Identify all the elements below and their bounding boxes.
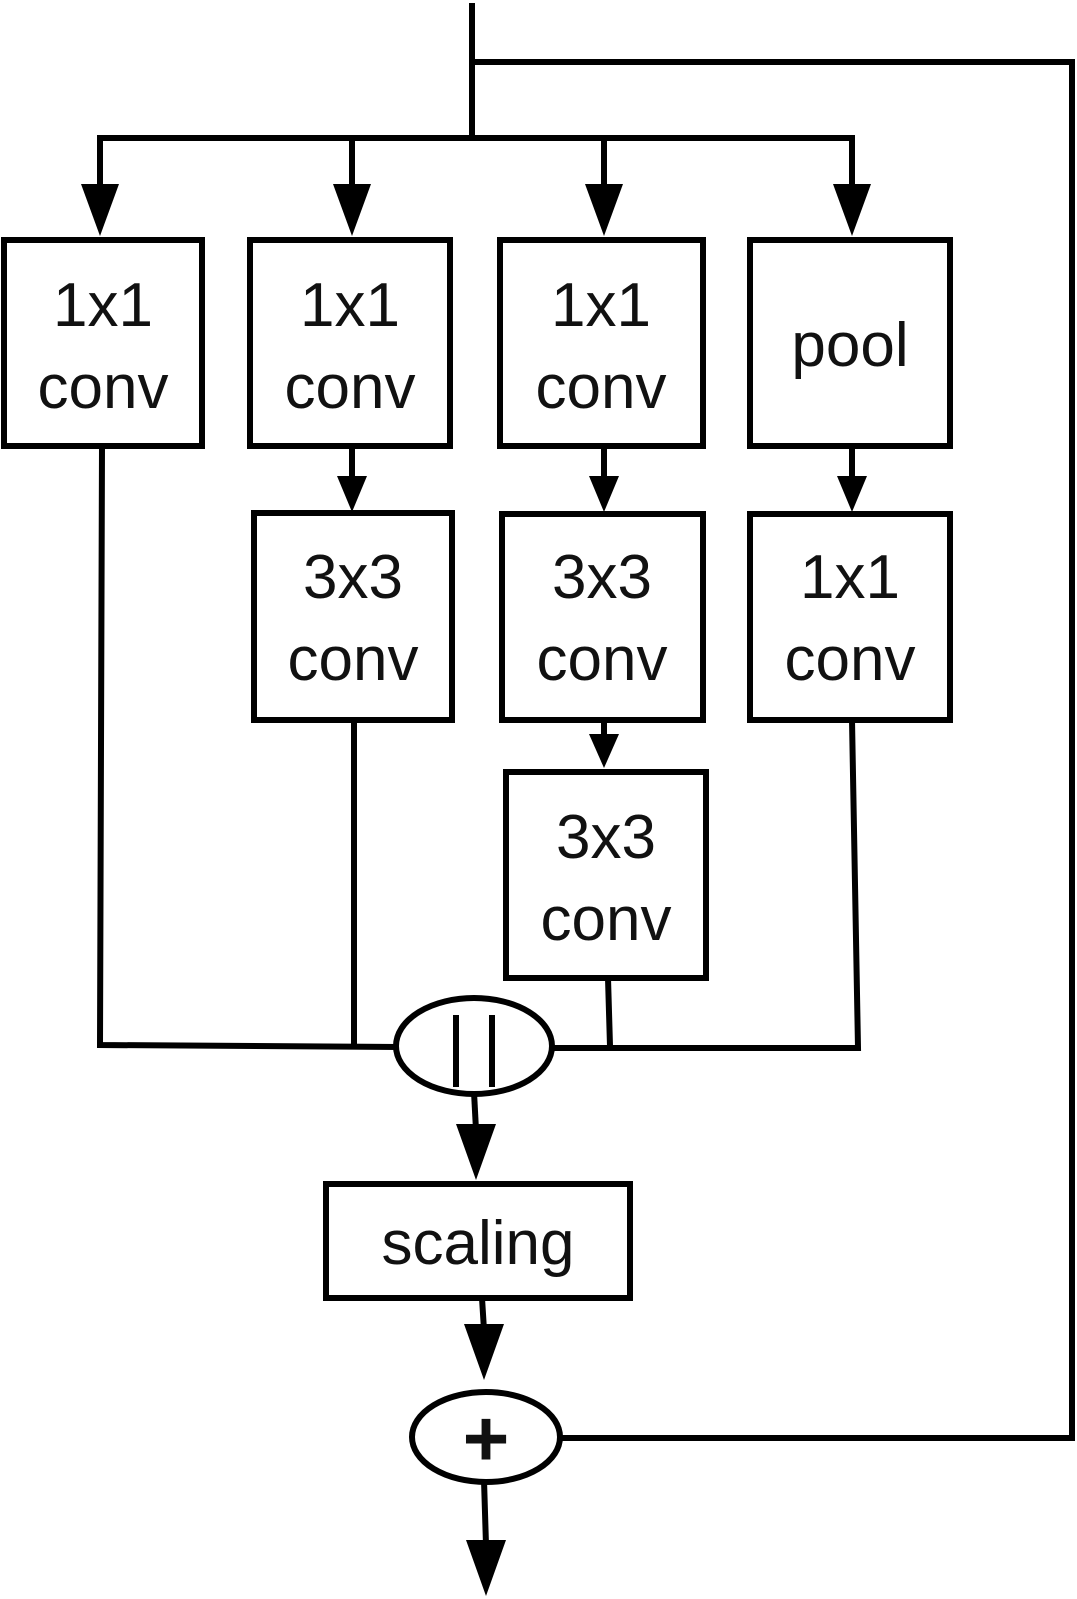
branch4-inner-arrowhead (837, 476, 867, 512)
branch2-3x3-conv-box (251, 510, 455, 723)
branch3-3x3-conv-1-label-line1: 3x3 (552, 543, 652, 612)
branch3-3x3-conv-2-label-line1: 3x3 (556, 803, 656, 872)
branch3-3x3-conv-2-label-line2: conv (541, 885, 672, 954)
concat-output-line (470, 1088, 480, 1134)
branch1-1x1-conv-label-line1: 1x1 (53, 271, 153, 340)
branch3-3x3-conv-box-2 (503, 769, 709, 981)
concat-node (393, 995, 555, 1097)
branch3-1x1-conv-label-line2: conv (536, 353, 667, 422)
branch1-output-line (96, 442, 400, 1051)
branch2-3x3-conv-label-line2: conv (288, 625, 419, 694)
branch4-output-line (547, 716, 862, 1051)
scaling-to-add-arrowhead (464, 1324, 504, 1380)
branch2-1x1-conv-label-line2: conv (285, 353, 416, 422)
add-symbol: + (463, 1394, 510, 1483)
branch3-3x3-conv-1-label-line2: conv (537, 625, 668, 694)
concat-ellipse (393, 995, 555, 1097)
branch3-inner-arrowhead-1 (589, 476, 619, 512)
branch3-1x1-conv-label-line1: 1x1 (551, 271, 651, 340)
branch-2: 1x1 conv 3x3 conv (247, 237, 455, 723)
scaling-label: scaling (382, 1209, 575, 1278)
branch-3: 1x1 conv 3x3 conv 3x3 conv (497, 237, 709, 981)
branch4-1x1-conv-label-line2: conv (785, 625, 916, 694)
branch3-arrowhead (585, 184, 623, 236)
branch4-1x1-conv-label-line1: 1x1 (800, 543, 900, 612)
branch3-1x1-conv-box (497, 237, 706, 449)
branch1-arrowhead (81, 184, 119, 236)
branch4-pool-box (747, 237, 953, 449)
connections (96, 3, 1075, 1549)
branch-1: 1x1 conv (1, 237, 205, 449)
branch4-1x1-conv-box (747, 511, 953, 723)
scaling-box (323, 1181, 633, 1301)
add-ellipse (409, 1389, 563, 1485)
arrowheads (81, 184, 871, 1596)
scaling-block: scaling (323, 1181, 633, 1301)
branch1-1x1-conv-box (1, 237, 205, 449)
branch4-pool-label: pool (791, 311, 908, 380)
branch2-1x1-conv-label-line1: 1x1 (300, 271, 400, 340)
branch4-arrowhead (833, 184, 871, 236)
branch3-output-line (604, 974, 614, 1050)
branch3-inner-arrowhead-2 (589, 734, 619, 768)
output-line (480, 1476, 490, 1549)
output-arrowhead (466, 1540, 506, 1596)
concat-to-scaling-arrowhead (456, 1124, 496, 1180)
branch-4: pool 1x1 conv (747, 237, 953, 723)
branch3-3x3-conv-box-1 (499, 511, 706, 723)
branch1-1x1-conv-label-line2: conv (38, 353, 169, 422)
add-node: + (409, 1389, 563, 1485)
branch2-inner-arrowhead (337, 476, 367, 512)
residual-shortcut-line (469, 59, 1075, 1441)
branch2-3x3-conv-label-line1: 3x3 (303, 543, 403, 612)
branch2-arrowhead (333, 184, 371, 236)
branch2-1x1-conv-box (247, 237, 453, 449)
